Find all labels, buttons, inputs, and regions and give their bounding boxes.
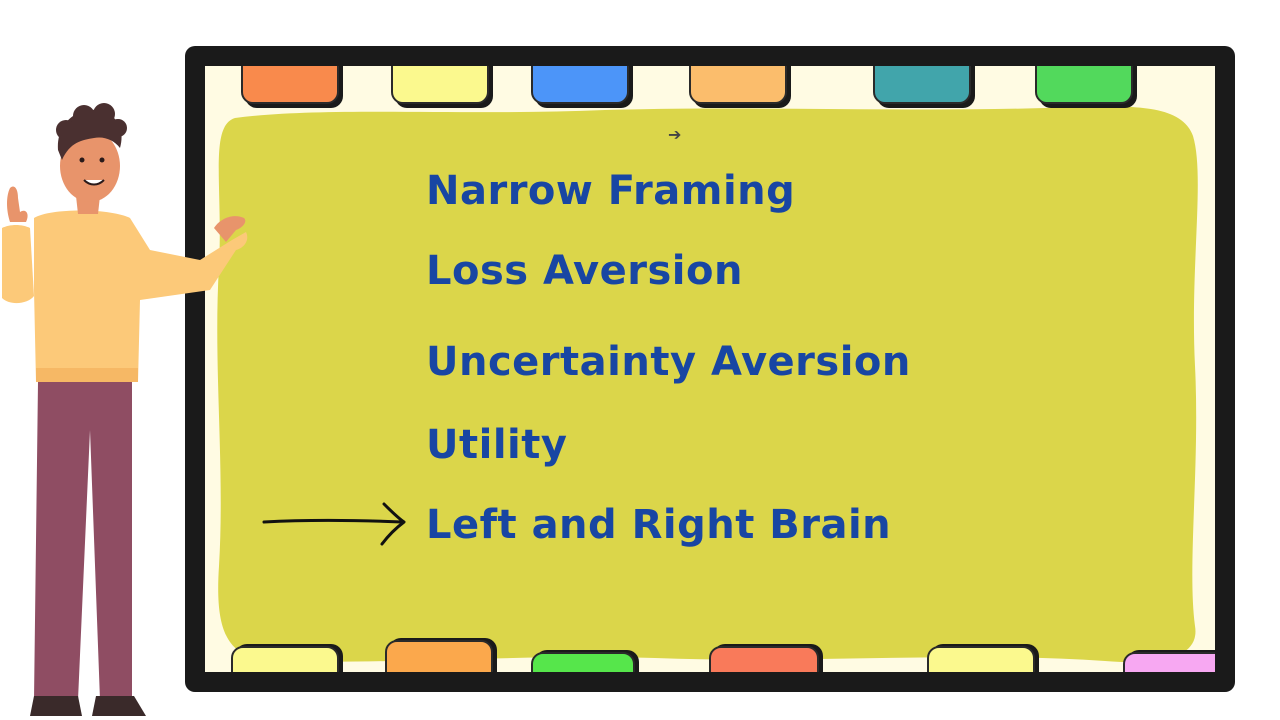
topic-narrow-framing: Narrow Framing (426, 168, 796, 214)
top-tab-peach (689, 66, 787, 104)
topic-left-and-right-brain: Left and Right Brain (426, 502, 892, 548)
board-surface (205, 66, 1215, 672)
cursor-arrow-icon: ➔ (668, 125, 682, 144)
bottom-tab-yellow-2 (927, 646, 1035, 672)
presenter-illustration (2, 103, 248, 716)
bottom-tab-yellow (231, 646, 339, 672)
topic-utility: Utility (426, 422, 568, 468)
topic-uncertainty-aversion: Uncertainty Aversion (426, 339, 911, 385)
arrow-right-icon (262, 502, 406, 546)
topic-loss-aversion: Loss Aversion (426, 248, 743, 294)
bottom-tab-orange (385, 640, 493, 672)
top-tab-yellow (391, 66, 489, 104)
top-tab-green (1035, 66, 1133, 104)
board-fill-shape (217, 106, 1198, 663)
bottom-tab-red (709, 646, 819, 672)
bottom-tab-pink (1123, 652, 1215, 672)
top-tab-orange (241, 66, 339, 104)
top-tab-teal (873, 66, 971, 104)
top-tab-blue (531, 66, 629, 104)
slide-board (185, 46, 1235, 692)
bottom-tab-green (531, 652, 635, 672)
